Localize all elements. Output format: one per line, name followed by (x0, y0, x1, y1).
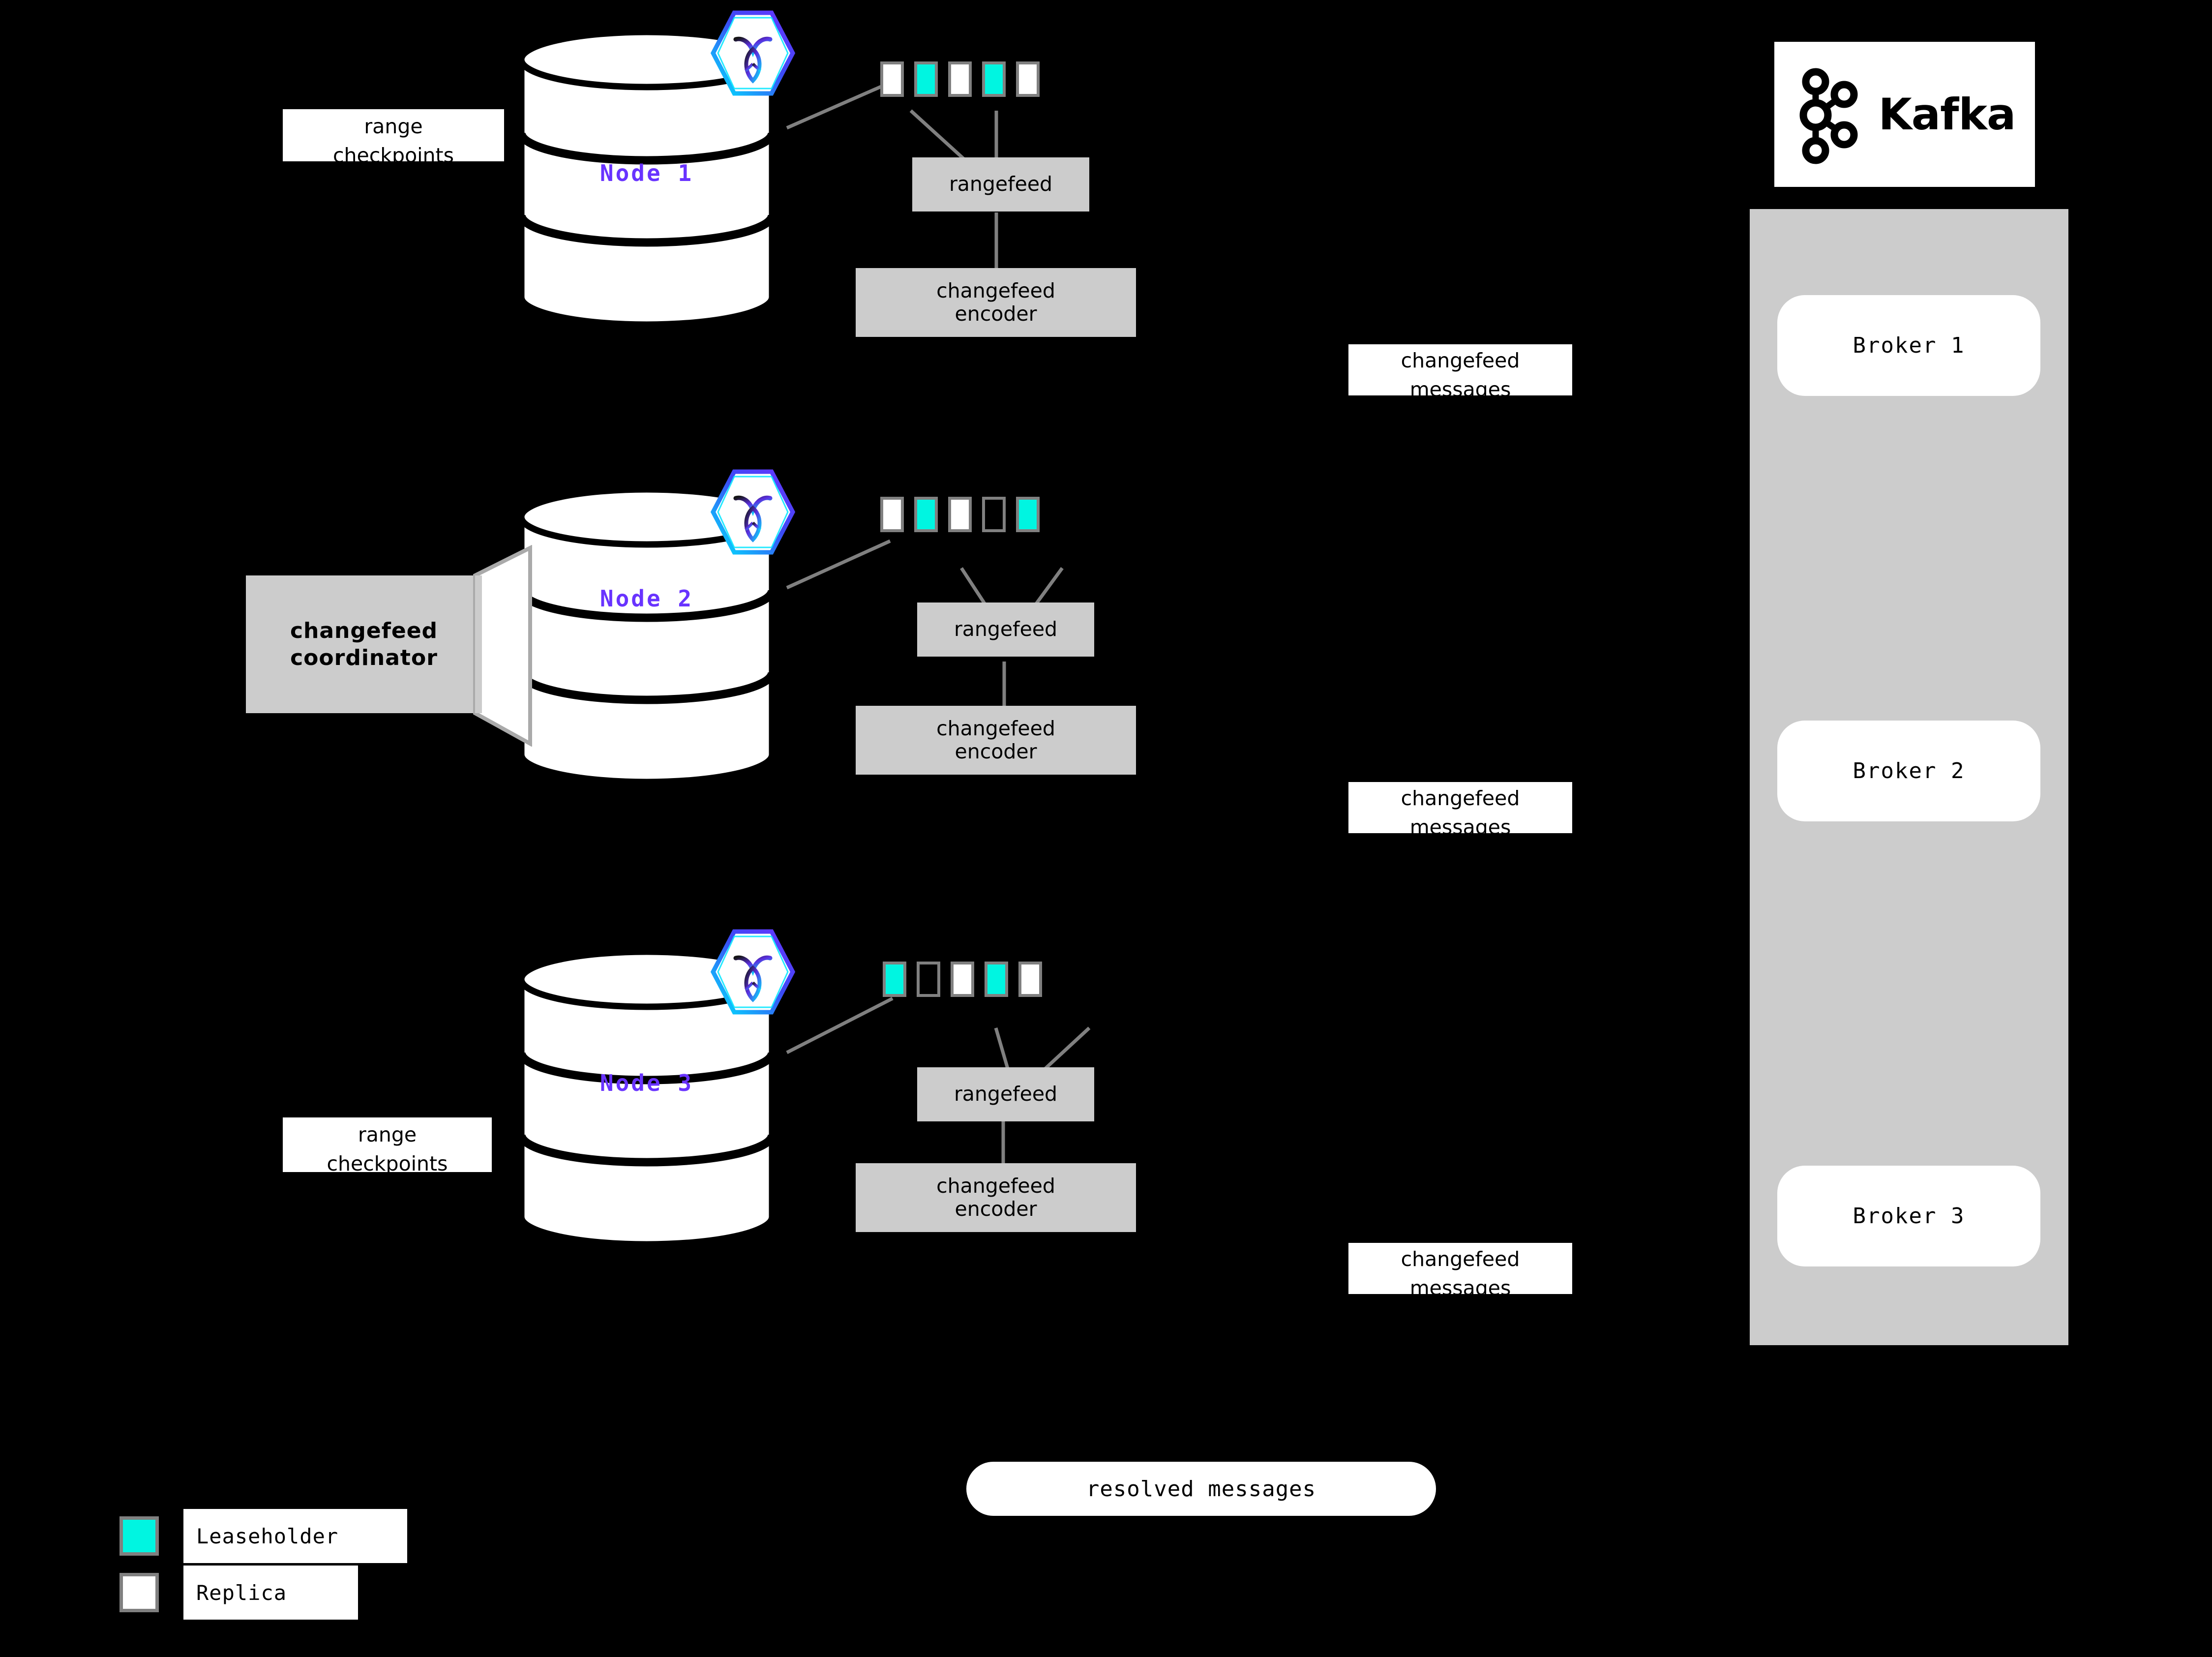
range-box[interactable] (914, 61, 938, 97)
changefeed-coordinator[interactable]: changefeed coordinator (246, 545, 536, 747)
node-3-range-checkpoints-label: range checkpoints (283, 1117, 492, 1175)
range-box[interactable] (880, 61, 904, 97)
node-1-range-checkpoints-label: range checkpoints (283, 109, 504, 167)
coordinator-arrow-icon (473, 545, 532, 747)
kafka-logo-icon (1799, 68, 1858, 164)
range-box[interactable] (948, 61, 972, 97)
range-box[interactable] (951, 962, 974, 997)
range-box[interactable] (880, 497, 904, 532)
node-1-rangefeed-box[interactable]: rangefeed (912, 157, 1089, 211)
node-2-rangefeed-box[interactable]: rangefeed (917, 603, 1094, 657)
range-box[interactable] (985, 962, 1008, 997)
changefeed-coordinator-body[interactable]: changefeed coordinator (246, 575, 482, 713)
range-box[interactable] (917, 962, 940, 997)
cockroachdb-hexagon-icon (706, 465, 800, 559)
range-box[interactable] (982, 497, 1006, 532)
node-3-cylinder: Node 3 (516, 947, 777, 1249)
broker-item-1[interactable]: Broker 1 (1777, 295, 2040, 396)
broker-item-3[interactable]: Broker 3 (1777, 1166, 2040, 1266)
changefeed-messages-label-1: changefeed messages (1348, 344, 1572, 401)
range-box[interactable] (982, 61, 1006, 97)
broker-item-2[interactable]: Broker 2 (1777, 721, 2040, 821)
kafka-logo-box: Kafka (1774, 42, 2035, 187)
cockroachdb-hexagon-icon (706, 6, 800, 100)
range-box[interactable] (1018, 962, 1042, 997)
node-3-changefeed-encoder-box[interactable]: changefeed encoder (856, 1163, 1136, 1232)
legend-label-leaseholder: Leaseholder (183, 1509, 407, 1563)
changefeed-messages-label-2: changefeed messages (1348, 782, 1572, 839)
range-box[interactable] (914, 497, 938, 532)
changefeed-messages-label-3: changefeed messages (1348, 1243, 1572, 1300)
node-1-changefeed-encoder-box[interactable]: changefeed encoder (856, 268, 1136, 337)
legend-label-replica: Replica (183, 1566, 358, 1620)
cockroachdb-hexagon-icon (706, 925, 800, 1019)
node-2-changefeed-encoder-box[interactable]: changefeed encoder (856, 706, 1136, 775)
node-3-range-row (883, 962, 1052, 997)
range-box[interactable] (1016, 497, 1040, 532)
legend-swatch-leaseholder (120, 1516, 159, 1556)
node-2-range-row (880, 497, 1050, 532)
kafka-wordmark: Kafka (1878, 89, 2016, 140)
resolved-messages-pill[interactable]: resolved messages (966, 1462, 1436, 1516)
node-1-range-row (880, 61, 1050, 97)
node-3-rangefeed-box[interactable]: rangefeed (917, 1067, 1094, 1121)
range-box[interactable] (883, 962, 906, 997)
range-box[interactable] (1016, 61, 1040, 97)
range-box[interactable] (948, 497, 972, 532)
legend-swatch-replica (120, 1573, 159, 1612)
